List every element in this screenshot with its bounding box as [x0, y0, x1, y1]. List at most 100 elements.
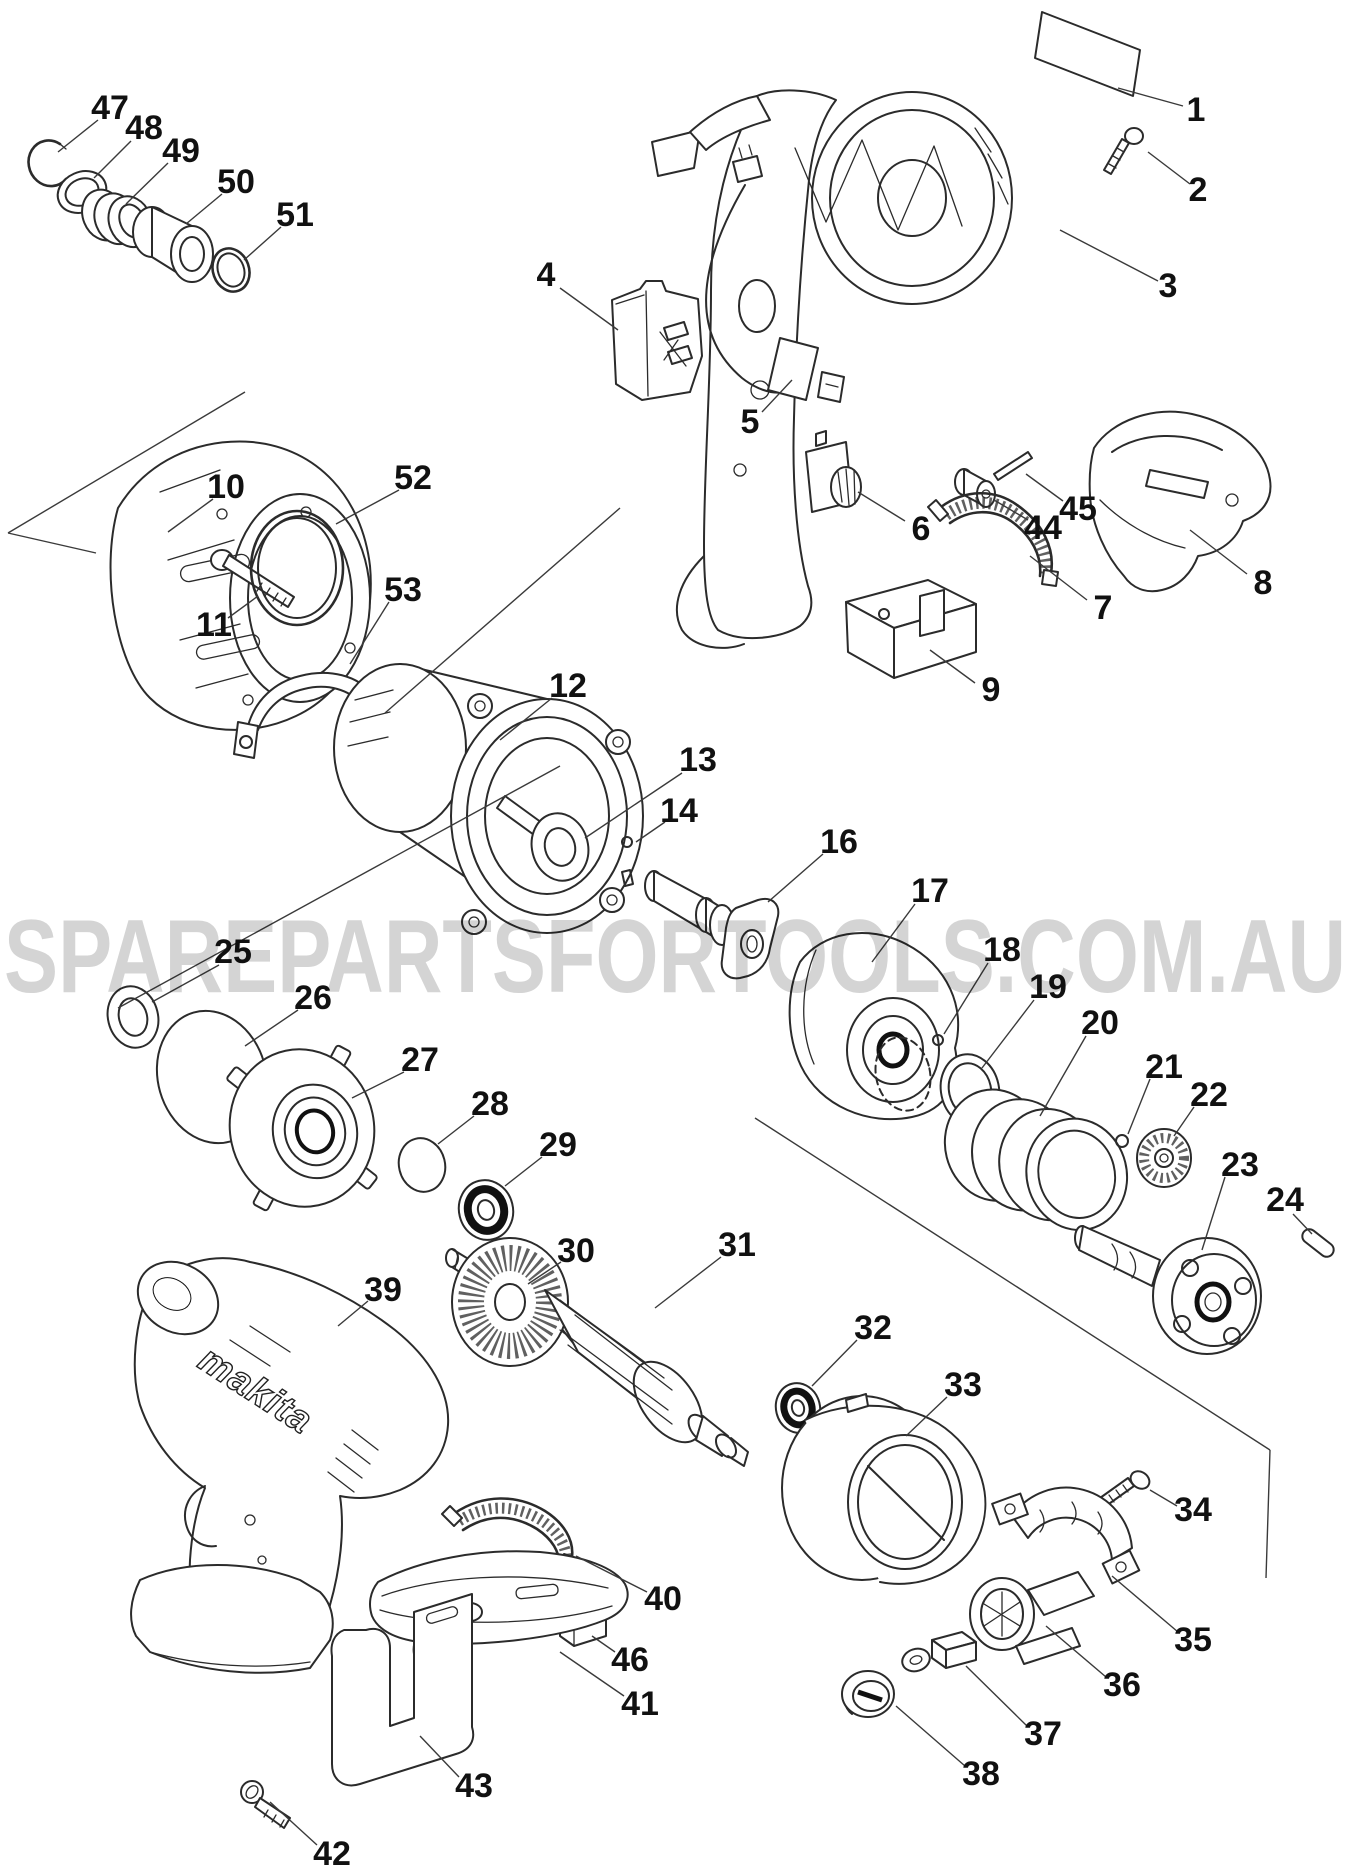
part-label-32: 32: [854, 1309, 892, 1347]
leader-line-44: [993, 499, 1029, 521]
part-label-18: 18: [983, 931, 1021, 969]
part-label-1: 1: [1187, 91, 1206, 129]
part-label-35: 35: [1174, 1621, 1212, 1659]
part-label-41: 41: [621, 1685, 659, 1723]
leader-line-33: [905, 1396, 948, 1437]
part-label-7: 7: [1094, 589, 1113, 627]
part-20-compression-spring: [943, 1088, 1129, 1232]
leader-line-43: [419, 1735, 460, 1778]
watermark-text: SPAREPARTSFORTOOLS.COM.AU: [4, 899, 1346, 1015]
leader-line-53: [349, 601, 390, 665]
part-10-hammer-case: [109, 440, 372, 731]
bracket-line-6: [1265, 1449, 1271, 1579]
leader-line-23: [1201, 1176, 1226, 1251]
part-label-31: 31: [718, 1226, 756, 1264]
leader-line-5: [761, 379, 793, 413]
part-label-6: 6: [912, 510, 931, 548]
part-43-belt-hook: [330, 1593, 475, 1787]
bracket-line-4: [117, 765, 561, 1009]
part-label-28: 28: [471, 1085, 509, 1123]
part-27-hammer-cross: [226, 1044, 378, 1212]
part-label-26: 26: [294, 979, 332, 1017]
leader-line-8: [1189, 529, 1248, 575]
part-label-21: 21: [1145, 1048, 1183, 1086]
part-6-switch-button: [805, 430, 862, 513]
leader-line-42: [269, 1801, 318, 1846]
part-label-33: 33: [944, 1366, 982, 1404]
part-label-38: 38: [962, 1755, 1000, 1793]
leader-line-45: [1025, 473, 1064, 502]
part-label-5: 5: [741, 403, 760, 441]
part-35-brush-holder: [991, 1486, 1141, 1585]
part-52-o-ring: [249, 509, 345, 627]
leader-line-16: [767, 853, 824, 903]
leader-line-37: [965, 1665, 1028, 1727]
part-label-13: 13: [679, 741, 717, 779]
leader-line-51: [243, 226, 282, 261]
part-1-name-plate: [1034, 11, 1141, 97]
part-label-39: 39: [364, 1271, 402, 1309]
leader-line-6: [857, 491, 906, 522]
part-label-2: 2: [1189, 171, 1208, 209]
part-28-o-ring: [397, 1137, 447, 1193]
leader-line-32: [811, 1339, 858, 1387]
leader-line-29: [504, 1156, 543, 1187]
part-label-47: 47: [91, 89, 129, 127]
part-label-42: 42: [313, 1835, 351, 1873]
part-label-34: 34: [1174, 1491, 1212, 1529]
leader-line-35: [1111, 1575, 1179, 1633]
leader-line-39: [337, 1300, 369, 1327]
part-label-4: 4: [537, 256, 556, 294]
part-label-17: 17: [911, 872, 949, 910]
part-5-capacitor-wire: [705, 144, 845, 403]
leader-line-50: [185, 193, 223, 225]
part-45-pin: [993, 451, 1033, 481]
part-label-22: 22: [1190, 1076, 1228, 1114]
leader-line-28: [437, 1115, 475, 1145]
leader-line-49: [125, 162, 169, 205]
part-24-pin: [1301, 1228, 1335, 1258]
part-label-49: 49: [162, 132, 200, 170]
leader-line-26: [244, 1009, 299, 1047]
part-25-washer: [106, 985, 160, 1049]
part-4-switch: [611, 280, 703, 401]
leader-line-12: [499, 697, 553, 741]
part-44-roller: [954, 468, 996, 508]
leader-line-19: [981, 999, 1035, 1069]
leader-line-36: [1045, 1625, 1107, 1678]
part-label-37: 37: [1024, 1715, 1062, 1753]
leader-line-9: [929, 649, 976, 684]
leader-line-25: [151, 964, 220, 1003]
part-label-10: 10: [207, 468, 245, 506]
part-7-textured-band: [927, 491, 1059, 587]
part-51-o-ring: [211, 247, 251, 293]
part-number-labels: 1234567891011121314161718192021222324252…: [57, 87, 1313, 1873]
leader-line-13: [584, 772, 683, 839]
part-label-20: 20: [1081, 1004, 1119, 1042]
part-label-43: 43: [455, 1767, 493, 1805]
part-label-24: 24: [1266, 1181, 1304, 1219]
leader-line-38: [895, 1705, 966, 1767]
leader-line-18: [943, 962, 989, 1035]
part-13-washer: [530, 812, 590, 882]
part-37-carbon-brush: [901, 1631, 977, 1673]
part-label-14: 14: [660, 792, 698, 830]
part-34-screw: [1099, 1470, 1151, 1507]
part-9-terminal-block: [845, 579, 977, 679]
bracket-line-5: [754, 1117, 1271, 1451]
leader-line-34: [1149, 1489, 1178, 1507]
part-label-30: 30: [557, 1232, 595, 1270]
leader-line-17: [871, 903, 916, 963]
part-29-ball-bearing: [457, 1179, 515, 1241]
leader-line-4: [559, 287, 619, 331]
part-38-brush-cap: [841, 1670, 895, 1718]
bracket-line-3: [384, 507, 621, 714]
leader-line-14: [635, 821, 666, 843]
part-label-9: 9: [982, 671, 1001, 709]
part-label-23: 23: [1221, 1146, 1259, 1184]
part-42-screw: [240, 1780, 291, 1829]
leader-line-31: [654, 1256, 722, 1309]
part-label-40: 40: [644, 1580, 682, 1618]
